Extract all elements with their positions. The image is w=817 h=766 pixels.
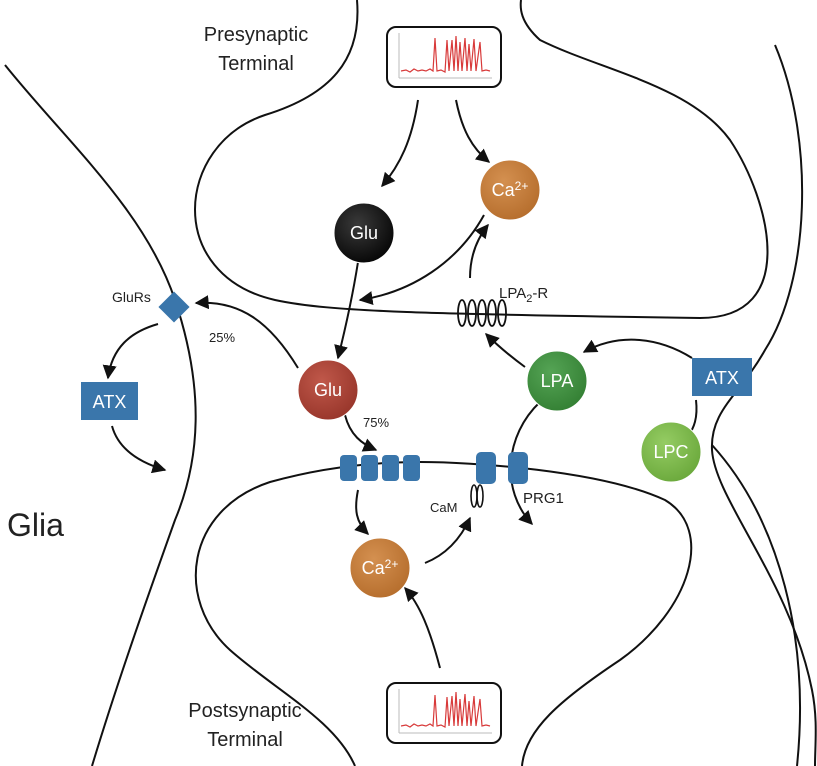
presynaptic-trace-box	[386, 26, 502, 88]
presynaptic-label-line2: Terminal	[218, 53, 294, 75]
atx-right-box: ATX	[692, 358, 752, 396]
postsynaptic-receptor-pair-2	[382, 455, 420, 481]
arrow-glu-to-glurs	[194, 295, 299, 369]
arrow-trace-to-ca-post	[404, 586, 441, 669]
atx-left-box: ATX	[81, 382, 138, 420]
lpa-node: LPA	[526, 350, 588, 412]
action-potential-trace-icon	[398, 689, 492, 734]
right-cell-membrane-inner	[711, 444, 801, 766]
arrow-atx-to-lpa	[582, 338, 693, 359]
svg-text:LPC: LPC	[653, 442, 688, 462]
pct-75-label: 75%	[363, 415, 389, 430]
cam-label: CaM	[430, 500, 457, 515]
presynaptic-membrane	[194, 0, 769, 320]
arrow-lpa-to-lpa2r	[485, 333, 526, 368]
glu-cleft-node: Glu	[297, 359, 359, 421]
glu-presynaptic-node: Glu	[333, 202, 395, 264]
postsynaptic-receptor-pair-1	[340, 455, 378, 481]
lpc-node: LPC	[640, 421, 702, 483]
glurs-label: GluRs	[112, 289, 151, 305]
arrow-glurs-to-atx	[102, 323, 159, 380]
action-potential-trace-icon	[398, 33, 492, 79]
presynaptic-label-line1: Presynaptic	[204, 24, 309, 46]
svg-text:ATX: ATX	[93, 392, 127, 412]
glia-label: Glia	[7, 507, 64, 543]
prg1-label: PRG1	[523, 490, 564, 507]
lpa2r-label: LPA2-R	[499, 285, 548, 305]
arrow-trace-to-ca	[455, 99, 491, 163]
postsynaptic-label-line1: Postsynaptic	[188, 700, 301, 722]
arrow-glu-pre-to-cleft	[334, 261, 359, 360]
postsynaptic-trace-box	[386, 682, 502, 744]
svg-text:LPA: LPA	[541, 371, 574, 391]
arrow-ca-pre-to-membrane	[358, 214, 485, 305]
arrow-receptor-to-ca-post	[354, 489, 369, 535]
arrow-glu-to-receptors	[344, 414, 378, 452]
cam-coil-icon	[470, 484, 484, 508]
right-cell-membrane	[710, 44, 817, 766]
svg-text:Glu: Glu	[350, 223, 378, 243]
glurs-receptor	[158, 291, 190, 323]
arrow-lpa2r-to-ca	[469, 223, 489, 279]
glia-membrane	[4, 64, 197, 766]
calcium-presynaptic-node: Ca2+	[479, 159, 541, 221]
lpa2r-receptor-coil-icon	[457, 299, 507, 327]
arrow-trace-to-glu	[381, 99, 419, 188]
postsynaptic-label-line2: Terminal	[207, 729, 283, 751]
prg1-receptor	[476, 452, 528, 484]
svg-text:Glu: Glu	[314, 380, 342, 400]
svg-text:ATX: ATX	[705, 368, 739, 388]
arrow-ca-post-to-cam	[424, 516, 472, 564]
svg-text:Ca2+: Ca2+	[492, 179, 529, 200]
svg-text:Ca2+: Ca2+	[362, 557, 399, 578]
arrow-atx-to-glia	[111, 425, 167, 474]
calcium-postsynaptic-node: Ca2+	[349, 537, 411, 599]
postsynaptic-membrane	[194, 460, 693, 766]
pct-25-label: 25%	[209, 330, 235, 345]
